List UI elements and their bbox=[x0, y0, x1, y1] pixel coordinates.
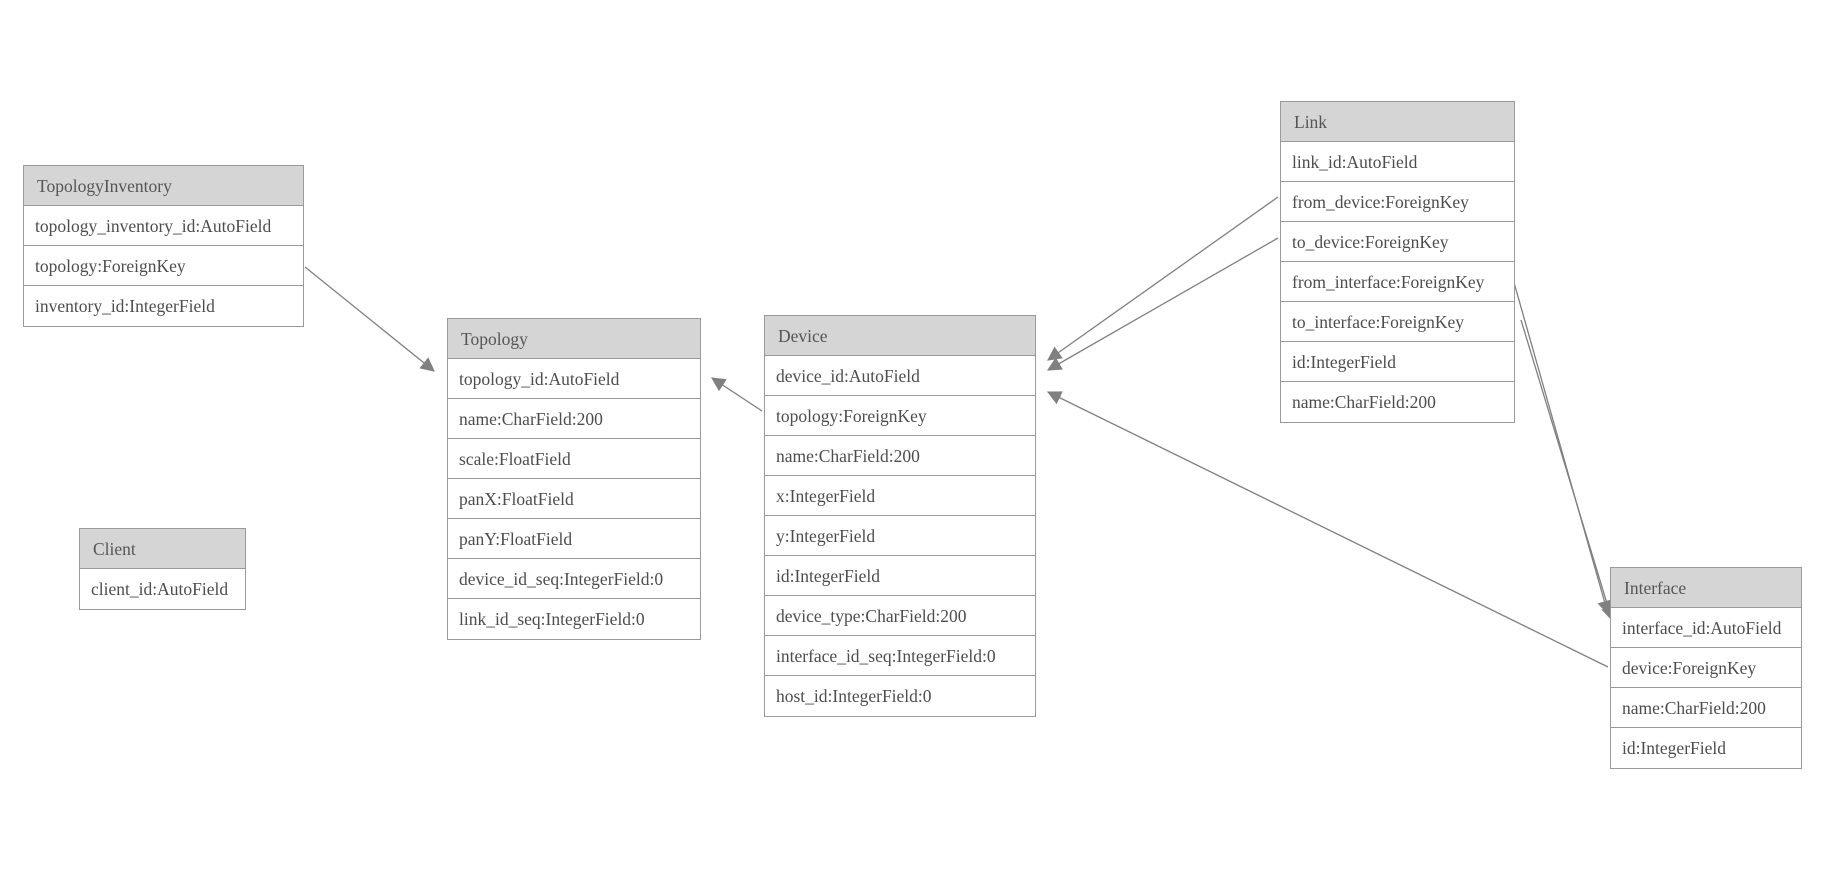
entity-field-row: id:IntegerField bbox=[765, 556, 1035, 596]
entity-field-row: id:IntegerField bbox=[1611, 728, 1801, 768]
entity-field-row: name:CharField:200 bbox=[1281, 382, 1514, 422]
entity-field-row: device_type:CharField:200 bbox=[765, 596, 1035, 636]
entity-field-row: topology_inventory_id:AutoField bbox=[24, 206, 303, 246]
entity-field-row: scale:FloatField bbox=[448, 439, 700, 479]
entity-field-row: name:CharField:200 bbox=[448, 399, 700, 439]
entity-field-row: from_device:ForeignKey bbox=[1281, 182, 1514, 222]
entity-field-row: inventory_id:IntegerField bbox=[24, 286, 303, 326]
entity-title-link: Link bbox=[1281, 102, 1514, 142]
entity-title-interface: Interface bbox=[1611, 568, 1801, 608]
entity-field-row: from_interface:ForeignKey bbox=[1281, 262, 1514, 302]
edge-link-from-device bbox=[1047, 196, 1279, 361]
entity-field-row: to_device:ForeignKey bbox=[1281, 222, 1514, 262]
edge-link-to-device bbox=[1046, 237, 1279, 371]
entity-field-row: interface_id:AutoField bbox=[1611, 608, 1801, 648]
entity-title-topology_inventory: TopologyInventory bbox=[24, 166, 303, 206]
entity-field-row: y:IntegerField bbox=[765, 516, 1035, 556]
entity-title-client: Client bbox=[80, 529, 245, 569]
entity-field-row: device_id_seq:IntegerField:0 bbox=[448, 559, 700, 599]
entity-field-row: panX:FloatField bbox=[448, 479, 700, 519]
entity-field-row: link_id:AutoField bbox=[1281, 142, 1514, 182]
edge-link-from-interface bbox=[1512, 278, 1612, 616]
entity-field-row: name:CharField:200 bbox=[765, 436, 1035, 476]
edge-device-topology bbox=[711, 377, 763, 412]
entity-field-row: host_id:IntegerField:0 bbox=[765, 676, 1035, 716]
entity-field-row: client_id:AutoField bbox=[80, 569, 245, 609]
edge-topologyinventory-topology bbox=[304, 266, 435, 372]
edge-link-to-interface bbox=[1520, 319, 1616, 622]
entity-title-topology: Topology bbox=[448, 319, 700, 359]
entity-field-row: interface_id_seq:IntegerField:0 bbox=[765, 636, 1035, 676]
entity-field-row: to_interface:ForeignKey bbox=[1281, 302, 1514, 342]
entity-title-device: Device bbox=[765, 316, 1035, 356]
entity-field-row: device_id:AutoField bbox=[765, 356, 1035, 396]
entity-field-row: x:IntegerField bbox=[765, 476, 1035, 516]
entity-field-row: id:IntegerField bbox=[1281, 342, 1514, 382]
entity-field-row: link_id_seq:IntegerField:0 bbox=[448, 599, 700, 639]
entity-field-row: device:ForeignKey bbox=[1611, 648, 1801, 688]
entity-field-row: topology_id:AutoField bbox=[448, 359, 700, 399]
entity-field-row: name:CharField:200 bbox=[1611, 688, 1801, 728]
entity-field-row: topology:ForeignKey bbox=[24, 246, 303, 286]
entity-field-row: topology:ForeignKey bbox=[765, 396, 1035, 436]
edge-interface-device bbox=[1046, 391, 1609, 668]
entity-field-row: panY:FloatField bbox=[448, 519, 700, 559]
